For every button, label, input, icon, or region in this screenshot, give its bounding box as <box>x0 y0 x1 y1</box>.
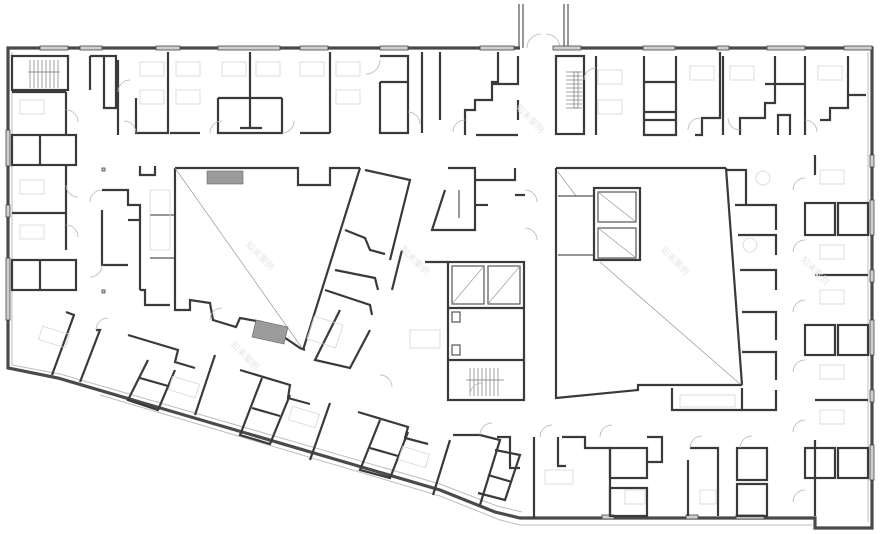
north-rooms-west <box>88 52 520 137</box>
door-swings <box>65 59 818 503</box>
svg-text:知末案例: 知末案例 <box>398 244 432 278</box>
svg-text:知末案例: 知末案例 <box>658 244 692 278</box>
east-courtyard <box>554 166 744 400</box>
west-rooms <box>10 90 78 292</box>
svg-text:知末案例: 知末案例 <box>243 239 277 273</box>
south-angled-rooms <box>50 310 452 496</box>
east-rooms <box>803 155 870 480</box>
watermarks: 知末案例 知末案例 知末案例 知末案例 知末案例 知末案例 <box>228 102 832 373</box>
west-courtyard <box>173 166 362 352</box>
north-center-stair <box>554 54 586 136</box>
furniture <box>19 61 845 505</box>
center-elevator-core <box>425 260 526 402</box>
exterior-piers <box>5 45 875 520</box>
central-angled-rooms <box>313 168 412 370</box>
east-inner-rooms <box>670 168 778 412</box>
north-central-rooms <box>430 166 525 232</box>
west-inner-rooms <box>100 166 175 307</box>
south-rooms <box>453 433 817 518</box>
northwest-stair <box>10 54 70 92</box>
north-rooms-east <box>594 52 866 137</box>
svg-text:知末案例: 知末案例 <box>228 339 262 373</box>
